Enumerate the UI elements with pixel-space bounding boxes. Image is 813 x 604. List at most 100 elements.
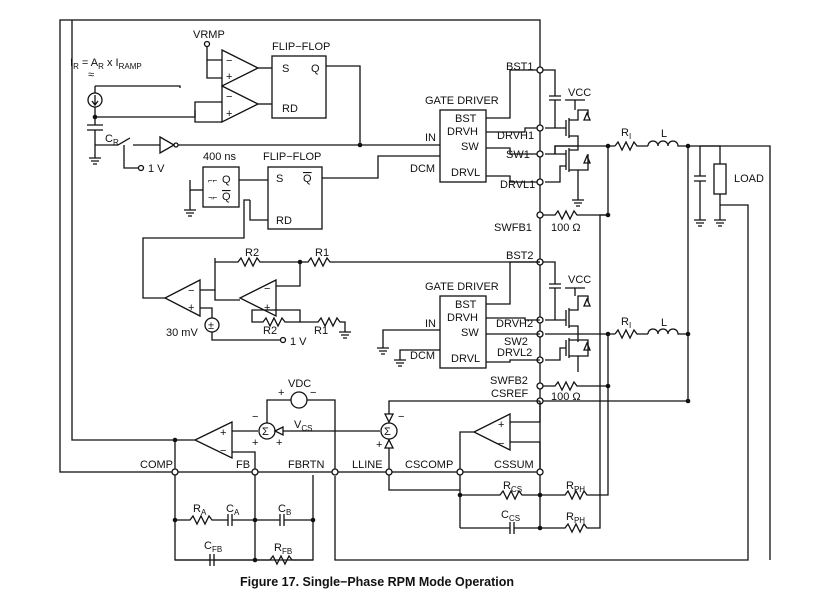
svg-text:COMP: COMP	[140, 459, 173, 471]
current-sense-amp: + −	[459, 401, 541, 472]
svg-text:RFB: RFB	[274, 542, 292, 556]
svg-text:RI: RI	[621, 316, 631, 330]
svg-text:−: −	[220, 445, 226, 457]
error-amp: + − Σ − + + + − VDC VCS Σ − +	[71, 20, 540, 472]
svg-text:+: +	[376, 439, 382, 451]
svg-text:+: +	[264, 302, 270, 314]
svg-text:DCM: DCM	[410, 350, 435, 362]
controller-ic-outline	[59, 19, 541, 473]
svg-text:SW1: SW1	[506, 149, 530, 161]
ir-equation: IR = AR x IRAMP	[70, 57, 142, 71]
external-compensation: RA CA CB CFB RFB	[172, 475, 316, 566]
svg-text:−: −	[310, 387, 316, 399]
svg-text:R2: R2	[263, 325, 277, 337]
svg-text:−: −	[252, 411, 258, 423]
svg-text:¬⌐: ¬⌐	[208, 193, 218, 202]
svg-text:+: +	[226, 71, 232, 83]
cr-label: CR	[105, 133, 119, 147]
svg-text:+: +	[252, 437, 258, 449]
svg-text:+: +	[278, 387, 284, 399]
ic-pins-bottom: COMP FB FBRTN LLINE CSCOMP CSSUM	[140, 459, 544, 476]
svg-text:+: +	[276, 437, 282, 449]
svg-text:RI: RI	[621, 127, 631, 141]
one-volt-label-1: 1 V	[148, 163, 165, 175]
svg-text:Q: Q	[311, 63, 320, 75]
svg-text:DRVH: DRVH	[447, 312, 478, 324]
svg-text:Q: Q	[222, 174, 231, 186]
svg-text:100 Ω: 100 Ω	[551, 222, 581, 234]
gate-driver-2: GATE DRIVER BST DRVH SW DRVL IN DCM BST2…	[377, 250, 540, 400]
svg-text:100 Ω: 100 Ω	[551, 391, 581, 403]
svg-text:R2: R2	[245, 247, 259, 259]
svg-text:FBRTN: FBRTN	[288, 459, 325, 471]
svg-text:CB: CB	[278, 503, 291, 517]
svg-text:DRVL: DRVL	[451, 353, 480, 365]
flip-flop-1-title: FLIP−FLOP	[272, 41, 330, 53]
one-shot-400ns: 400 ns ⌐⌐ Q ¬⌐ Q	[184, 151, 268, 217]
ns400-label: 400 ns	[203, 151, 237, 163]
svg-text:DRVH: DRVH	[447, 126, 478, 138]
svg-text:+: +	[226, 108, 232, 120]
svg-text:LLINE: LLINE	[352, 459, 383, 471]
svg-text:RPH: RPH	[566, 480, 585, 494]
svg-text:RA: RA	[193, 503, 207, 517]
figure-caption: Figure 17. Single−Phase RPM Mode Operati…	[240, 575, 514, 589]
wave-symbol: ≈	[88, 69, 94, 81]
svg-text:−: −	[398, 411, 404, 423]
svg-text:BST2: BST2	[506, 250, 534, 262]
svg-text:L: L	[661, 317, 667, 329]
svg-text:DRVL1: DRVL1	[500, 179, 535, 191]
svg-text:BST: BST	[455, 299, 477, 311]
comparator-lower: − +	[194, 84, 272, 124]
svg-text:DRVH1: DRVH1	[497, 130, 534, 142]
svg-text:+: +	[498, 419, 504, 431]
gate-driver-2-title: GATE DRIVER	[425, 281, 499, 293]
svg-text:IN: IN	[425, 132, 436, 144]
svg-text:−: −	[264, 283, 270, 295]
svg-text:SW: SW	[461, 327, 479, 339]
svg-text:CSCOMP: CSCOMP	[405, 459, 453, 471]
svg-text:Σ: Σ	[384, 426, 391, 438]
svg-text:−: −	[498, 438, 504, 450]
svg-text:R1: R1	[314, 325, 328, 337]
svg-text:CFB: CFB	[204, 540, 222, 554]
svg-text:±: ±	[208, 320, 214, 332]
flip-flop-2: FLIP−FLOP S Q RD	[142, 151, 440, 299]
ramp-section: VRMP IR = AR x IRAMP ≈ CR 1 V	[70, 29, 360, 175]
flip-flop-2-title: FLIP−FLOP	[263, 151, 321, 163]
svg-text:DRVH2: DRVH2	[496, 318, 533, 330]
svg-text:L: L	[661, 128, 667, 140]
svg-text:IN: IN	[425, 318, 436, 330]
vrmp-pin	[203, 40, 211, 48]
svg-text:DCM: DCM	[410, 163, 435, 175]
flip-flop-1: FLIP−FLOP S Q RD	[271, 41, 363, 148]
svg-text:Σ: Σ	[262, 426, 269, 438]
svg-text:RD: RD	[276, 215, 292, 227]
svg-text:S: S	[276, 173, 283, 185]
vcc-1: VCC	[568, 87, 591, 99]
svg-text:DRVL2: DRVL2	[497, 347, 532, 359]
svg-text:+: +	[188, 302, 194, 314]
svg-text:SW2: SW2	[504, 336, 528, 348]
svg-text:FB: FB	[236, 459, 250, 471]
gate-driver-1-title: GATE DRIVER	[425, 95, 499, 107]
svg-text:−: −	[226, 55, 232, 67]
svg-text:RPH: RPH	[566, 511, 585, 525]
svg-text:S: S	[282, 63, 289, 75]
svg-text:BST: BST	[455, 113, 477, 125]
load-label: LOAD	[734, 173, 764, 185]
svg-text:Q: Q	[303, 173, 312, 185]
svg-text:RCS: RCS	[503, 480, 522, 494]
current-limit-amp: − + − + R2 R1 ± 30 mV 1 V R2 R1	[163, 247, 540, 348]
svg-text:CCS: CCS	[501, 509, 520, 523]
svg-text:SWFB2: SWFB2	[490, 375, 528, 387]
svg-text:1 V: 1 V	[290, 336, 307, 348]
vdc-label: VDC	[288, 378, 311, 390]
svg-text:BST1: BST1	[506, 61, 534, 73]
power-stage-2: VCC RI L 100 Ω	[543, 261, 691, 404]
svg-text:CA: CA	[226, 503, 240, 517]
svg-text:SW: SW	[461, 141, 479, 153]
svg-text:VCS: VCS	[294, 419, 312, 433]
svg-text:CSREF: CSREF	[491, 388, 529, 400]
vrmp-label: VRMP	[193, 29, 225, 41]
